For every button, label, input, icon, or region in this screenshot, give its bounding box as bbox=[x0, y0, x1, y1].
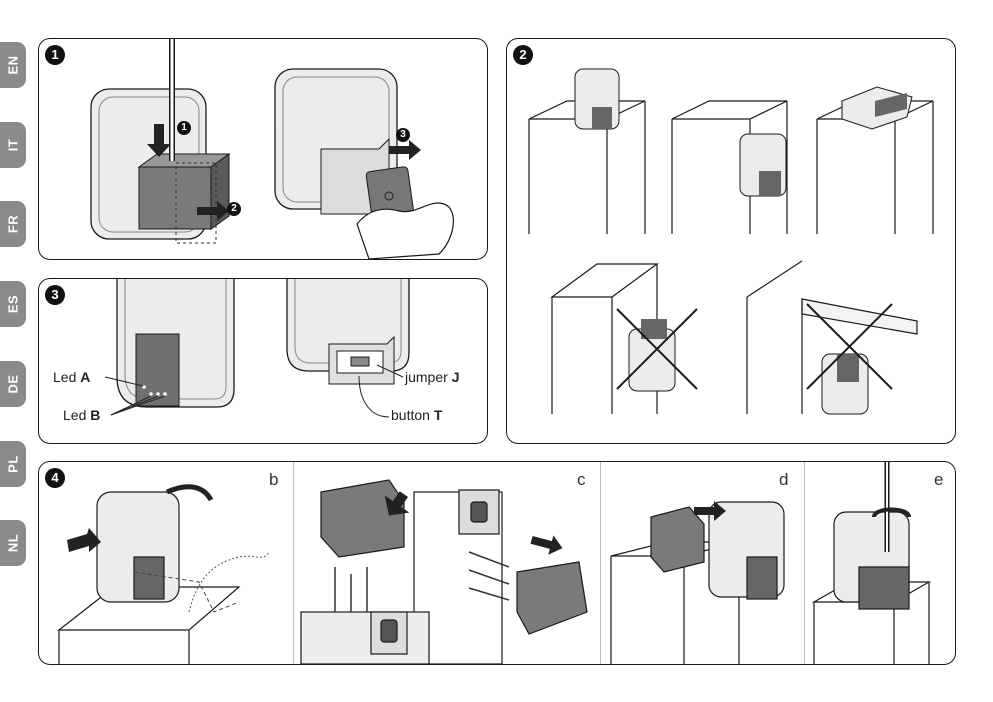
step-4-badge: 4 bbox=[45, 468, 65, 488]
language-tab-es[interactable]: ES bbox=[0, 281, 26, 327]
jumper-j-label: jumper J bbox=[405, 369, 460, 385]
sublabel-b: b bbox=[269, 470, 279, 489]
step-1-badge: 1 bbox=[45, 45, 65, 65]
sublabel-d: d bbox=[779, 470, 789, 489]
sublabel-c: c bbox=[577, 470, 586, 489]
arrow-marker-3: 3 bbox=[396, 128, 410, 142]
language-tab-it[interactable]: IT bbox=[0, 122, 26, 168]
arrow-marker-1: 1 bbox=[177, 121, 191, 135]
step-3-badge: 3 bbox=[45, 285, 65, 305]
step-3-illustration bbox=[104, 279, 410, 418]
arrow-marker-2: 2 bbox=[227, 202, 241, 216]
button-t-label: button T bbox=[391, 407, 443, 423]
sublabel-e: e bbox=[934, 470, 944, 489]
step-2-illustration bbox=[528, 68, 934, 415]
language-tab-nl[interactable]: NL bbox=[0, 520, 26, 566]
language-tab-fr[interactable]: FR bbox=[0, 201, 26, 247]
panel-step-2: 2 bbox=[506, 38, 956, 444]
divider-d-e bbox=[804, 462, 805, 664]
led-a-label: Led A bbox=[53, 369, 91, 385]
language-tab-pl[interactable]: PL bbox=[0, 441, 26, 487]
panel-step-4: 4 b c d e bbox=[38, 461, 956, 665]
led-b-label: Led B bbox=[63, 407, 101, 423]
panel-step-3: 3 Led A Led B jumper J button T bbox=[38, 278, 488, 444]
panel-step-1: 1 1 2 3 bbox=[38, 38, 488, 260]
divider-b-c bbox=[293, 462, 294, 664]
step-1-illustration bbox=[90, 39, 454, 259]
step-2-badge: 2 bbox=[513, 45, 533, 65]
divider-c-d bbox=[600, 462, 601, 664]
language-tab-de[interactable]: DE bbox=[0, 361, 26, 407]
language-tab-en[interactable]: EN bbox=[0, 42, 26, 88]
step-4-illustration bbox=[57, 462, 932, 664]
